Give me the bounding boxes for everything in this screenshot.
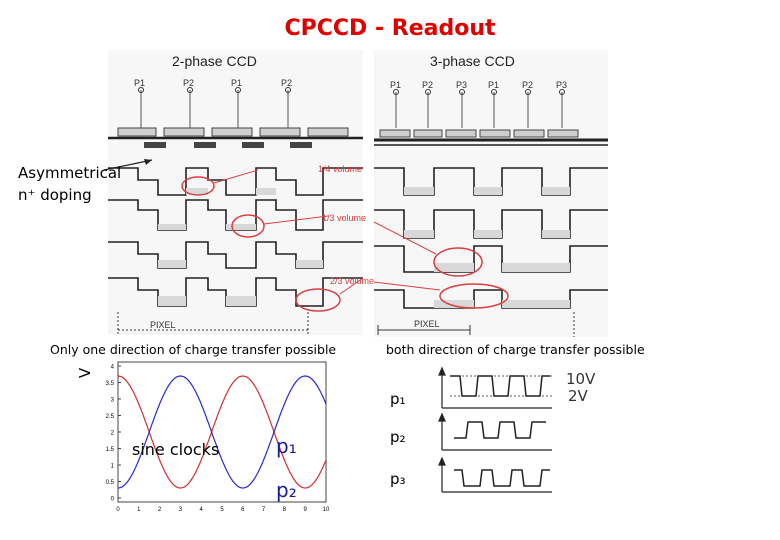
three-phase-title: 3-phase CCD [430,53,515,69]
three-phase-caption: both direction of charge transfer possib… [386,342,645,357]
sine-x-tick: 2 [158,507,162,513]
three-phase-panel: 3-phase CCD [374,50,608,337]
three-phase-phase-4: P1 [488,80,500,90]
sine-y-tick: 3.5 [106,381,115,387]
square-p2-label: p₂ [390,428,406,446]
two-phase-gates [117,127,349,137]
sine-x-tick: 0 [116,507,120,513]
volume-label-quarter: 1/4 volume [318,164,363,174]
sine-y-tick: 2 [111,431,115,437]
three-phase-phase-1: P1 [390,80,402,90]
sine-x-tick: 8 [283,507,287,513]
square-clock-diagram [438,366,552,493]
sine-y-tick: 0.5 [106,480,115,486]
two-phase-phase-3: P1 [231,78,243,88]
sine-x-tick: 10 [323,507,330,513]
sine-y-tick: 2.5 [106,414,115,420]
sine-y-tick: 0 [111,497,115,503]
sine-red-curve [117,375,327,489]
two-phase-panel: 2-phase CCD [108,50,363,335]
two-phase-title: 2-phase CCD [172,53,257,69]
square-p3-label: p₃ [390,470,406,488]
three-phase-phase-6: P3 [556,80,568,90]
two-phase-phase-4: P2 [281,78,293,88]
annotation-line-2: n⁺ doping [18,186,92,204]
three-phase-diagram [374,89,608,337]
sine-plot: 4 3.5 3 2.5 2 1.5 1 0.5 00 1 2 3 4 5 6 7 8 9 10 [106,361,330,513]
volume-label-third: 1/3 volume [322,213,367,223]
square-p1-label: p₁ [390,390,406,408]
sine-x-tick: 7 [262,507,266,513]
annotation-line-1: Asymmetrical [18,164,122,182]
square-high-level: 10V [566,370,596,388]
sine-x-tick: 4 [200,507,204,513]
page-title: CPCCD - Readout [284,16,496,41]
three-phase-pixel-label: PIXEL [414,319,440,329]
sine-y-tick: 1.5 [106,447,115,453]
sine-x-tick: 5 [220,507,224,513]
sine-x-tick: 3 [179,507,183,513]
two-phase-diagram [108,87,363,335]
three-phase-electrodes [393,89,565,128]
square-low-level: 2V [568,387,588,405]
sine-p2-label: p₂ [276,478,297,502]
two-phase-pixel-label: PIXEL [150,320,176,330]
volume-label-two-thirds: 2/3 volume [330,276,375,286]
annotation-arrow [103,159,153,171]
sine-p1-label: p₁ [276,434,297,458]
sine-x-tick: 6 [241,507,245,513]
sine-x-tick: 9 [304,507,308,513]
two-phase-phase-2: P2 [183,78,195,88]
sine-y-tick: 1 [111,464,115,470]
sine-y-tick: 3 [111,398,115,404]
sine-clocks-label: sine clocks [132,440,220,459]
three-phase-phase-5: P2 [522,80,534,90]
three-phase-phase-2: P2 [422,80,434,90]
two-phase-phase-1: P1 [134,78,146,88]
sine-blue-curve [117,375,327,489]
sine-y-axis-label: V [76,367,95,379]
three-phase-phase-3: P3 [456,80,468,90]
two-phase-caption: Only one direction of charge transfer po… [50,342,337,357]
sine-y-tick: 4 [111,365,115,371]
sine-x-tick: 1 [137,507,141,513]
